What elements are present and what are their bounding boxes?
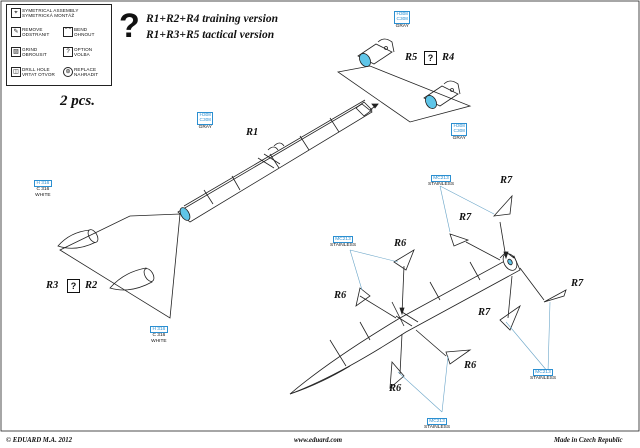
symmetrical-assembly-icon: ⌖ [11, 8, 21, 18]
part-label-r7-right: R7 [571, 278, 584, 289]
part-label-r7-top: R7 [500, 175, 513, 186]
fin-r6-left [355, 287, 371, 307]
part-label-r1: R1 [246, 127, 259, 138]
part-label-r7-left: R7 [459, 212, 472, 223]
legend-label-cz: OBROUSIT [22, 52, 47, 58]
option-box-nose: ? [67, 279, 80, 293]
missile-body-r1 [177, 99, 373, 223]
nose-cone-r2 [57, 229, 99, 249]
symbol-legend: ⌖ SYMETRICAL ASSEMBLY SYMETRICKÁ MONTÁŽ … [6, 4, 112, 86]
paint-code-h: H308 [396, 12, 408, 17]
paint-callout-r7-bottom: MC213 STAINLESS [530, 369, 556, 382]
paint-callout-nose-r3: H 316 C 316 WHITE [150, 326, 168, 344]
legend-label-en: DRILL HOLE [22, 67, 50, 72]
fin-r6-lower [389, 361, 405, 389]
replace-icon: ⊛ [63, 67, 73, 77]
legend-label-cz: OHNOUT [74, 32, 95, 38]
fin-r7-bottom [499, 304, 521, 331]
legend-replace: REPLACE NAHRADIT [74, 67, 98, 77]
bend-icon: ⌒ [63, 27, 73, 37]
paint-color-name: WHITE [35, 192, 51, 198]
part-label-r4: R4 [442, 52, 455, 63]
paint-code-h: H308 [199, 113, 211, 118]
sheet-border [0, 0, 640, 432]
paint-color-name: GRAY [395, 23, 409, 29]
version-line-tactical: R1+R3+R5 tactical version [146, 29, 275, 41]
legend-symmetrical: SYMETRICAL ASSEMBLY SYMETRICKÁ MONTÁŽ [22, 8, 79, 18]
option-question-mark: ? [119, 7, 140, 45]
fin-r6-top [393, 249, 415, 271]
drill-hole-icon: ◫ [11, 67, 21, 77]
legend-label-cz: VRTAT OTVOR [22, 72, 55, 78]
part-label-r7-bottom: R7 [478, 307, 491, 318]
paint-color-name: STAINLESS [330, 243, 357, 249]
option-icon: ? [63, 47, 73, 57]
tail-insert-r4 [357, 38, 395, 67]
legend-label-en: OPTION [74, 47, 93, 52]
paint-color-name: STAINLESS [530, 376, 557, 382]
paint-callout-r6-bottom: MC213 STAINLESS [424, 418, 450, 431]
part-label-r6-bottom: R6 [389, 383, 402, 394]
part-label-r5: R5 [405, 52, 418, 63]
remove-icon: ✎ [11, 27, 21, 37]
missile-body-lower [289, 251, 521, 395]
tail-insert-r5 [423, 80, 461, 109]
paint-code-h: H 316 [152, 327, 166, 332]
legend-label-en: REPLACE [74, 67, 97, 72]
legend-drill: DRILL HOLE VRTAT OTVOR [22, 67, 55, 77]
part-label-r6-right: R6 [464, 360, 477, 371]
legend-label-en: GRIND [22, 47, 38, 52]
footer-website[interactable]: www.eduard.com [294, 437, 343, 444]
paint-callout-r6-top: MC213 STAINLESS [330, 236, 356, 249]
grind-icon: ▨ [11, 47, 21, 57]
paint-color-name: STAINLESS [428, 182, 455, 188]
legend-grind: GRIND OBROUSIT [22, 47, 47, 57]
option-box-tail: ? [424, 51, 437, 65]
legend-label-en: REMOVE [22, 27, 43, 32]
paint-color-name: GRAY [452, 135, 466, 141]
footer-origin: Made in Czech Republic [554, 437, 623, 444]
part-label-r6-left: R6 [334, 290, 347, 301]
version-line-training: R1+R2+R4 training version [146, 13, 278, 25]
legend-label-en: BEND [74, 27, 88, 32]
legend-remove: REMOVE ODSTRANIT [22, 27, 49, 37]
paint-color-name: STAINLESS [424, 425, 451, 431]
fin-r7-top [492, 194, 513, 217]
paint-color-name: GRAY [198, 124, 212, 130]
paint-code-c: C308 [396, 17, 408, 23]
legend-label-cz: ODSTRANIT [22, 32, 50, 38]
footer-copyright: © EDUARD M.A. 2012 [6, 437, 73, 444]
paint-callout-r7-top: MC213 STAINLESS [428, 175, 454, 188]
paint-code-h: H308 [453, 124, 465, 129]
legend-label-cz: NAHRADIT [74, 72, 99, 78]
paint-code-h: H 316 [36, 181, 50, 186]
part-label-r3: R3 [46, 280, 59, 291]
part-label-r2: R2 [85, 280, 98, 291]
quantity-label: 2 pcs. [60, 93, 95, 109]
legend-option: OPTION VOLBA [74, 47, 92, 57]
paint-code-c: C 316 [36, 187, 50, 193]
legend-label-en: SYMETRICAL ASSEMBLY [22, 8, 79, 13]
legend-label-cz: SYMETRICKÁ MONTÁŽ [22, 13, 75, 19]
legend-bend: BEND OHNOUT [74, 27, 95, 37]
fin-r7-left [449, 233, 470, 247]
paint-code-c: C308 [199, 118, 211, 124]
paint-code-c: C 316 [152, 333, 166, 339]
paint-color-name: WHITE [151, 338, 167, 344]
nose-cone-r3 [109, 267, 155, 291]
fin-r7-right [543, 289, 567, 303]
paint-callout-nose-r2: H 316 C 316 WHITE [34, 180, 52, 198]
paint-code-c: C308 [453, 129, 465, 135]
legend-label-cz: VOLBA [74, 52, 90, 58]
part-label-r6-top: R6 [394, 238, 407, 249]
